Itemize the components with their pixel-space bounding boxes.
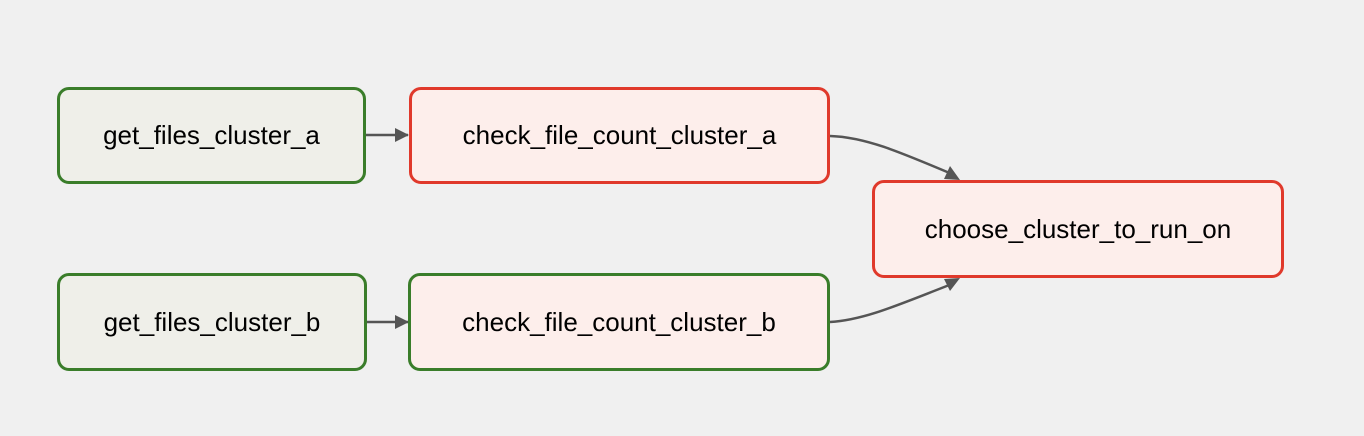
task-node-check-file-count-cluster-b[interactable]: check_file_count_cluster_b [408,273,830,371]
edge-check-b-to-choose [829,282,953,324]
arrowhead-icon [944,166,960,180]
task-node-label: check_file_count_cluster_b [462,306,776,337]
task-node-get-files-cluster-a[interactable]: get_files_cluster_a [57,87,366,184]
task-node-check-file-count-cluster-a[interactable]: check_file_count_cluster_a [409,87,830,184]
task-node-get-files-cluster-b[interactable]: get_files_cluster_b [57,273,367,371]
arrowhead-icon [395,315,409,329]
task-node-choose-cluster-to-run-on[interactable]: choose_cluster_to_run_on [872,180,1284,278]
arrowhead-icon [395,128,409,142]
task-node-label: check_file_count_cluster_a [462,120,777,150]
task-node-label: choose_cluster_to_run_on [924,213,1232,244]
task-node-label: get_files_cluster_b [103,306,321,337]
arrowhead-icon [944,278,960,291]
edge-check-a-to-choose [829,134,953,176]
task-node-label: get_files_cluster_a [103,120,320,150]
